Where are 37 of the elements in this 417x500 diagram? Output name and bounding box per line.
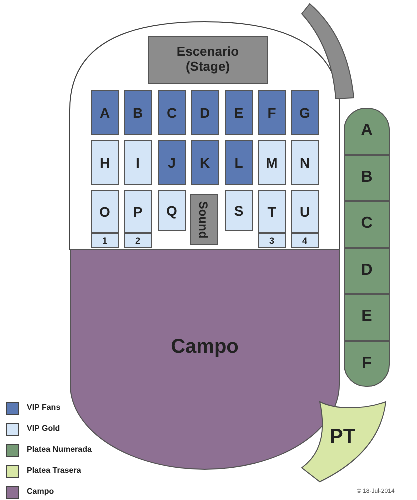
legend-label: Platea Trasera: [27, 466, 82, 475]
seating-section: T: [258, 190, 286, 233]
seating-section: C: [158, 90, 186, 135]
seating-section: 2: [124, 233, 152, 248]
seating-section: J: [158, 140, 186, 185]
seating-section: E: [344, 294, 390, 340]
seating-section: 4: [291, 233, 319, 248]
seating-section: M: [258, 140, 286, 185]
seating-section: F: [344, 340, 390, 387]
seating-section: D: [191, 90, 219, 135]
seating-section: E: [225, 90, 253, 135]
seating-section: G: [291, 90, 319, 135]
seating-section: U: [291, 190, 319, 233]
seating-section: B: [124, 90, 152, 135]
seating-section: S: [225, 190, 253, 231]
seating-section: L: [225, 140, 253, 185]
seating-section: A: [344, 108, 390, 154]
legend-label: VIP Gold: [27, 424, 60, 433]
stage-block: Escenario (Stage): [148, 36, 268, 84]
seating-section: P: [124, 190, 152, 233]
seating-section: 1: [91, 233, 119, 248]
seating-section: F: [258, 90, 286, 135]
legend-label: Platea Numerada: [27, 445, 92, 454]
seating-section: N: [291, 140, 319, 185]
seating-section: A: [91, 90, 119, 135]
legend-label: VIP Fans: [27, 403, 61, 412]
seating-section: I: [124, 140, 152, 185]
seating-section: B: [344, 154, 390, 201]
seating-section: D: [344, 248, 390, 294]
seating-section: 3: [258, 233, 286, 248]
seating-section: H: [91, 140, 119, 185]
sound-booth: Sound: [190, 194, 218, 245]
seating-section: C: [344, 201, 390, 248]
seating-section: K: [191, 140, 219, 185]
seating-section: Q: [158, 190, 186, 231]
seating-section: O: [91, 190, 119, 233]
legend-label: Campo: [27, 487, 54, 496]
